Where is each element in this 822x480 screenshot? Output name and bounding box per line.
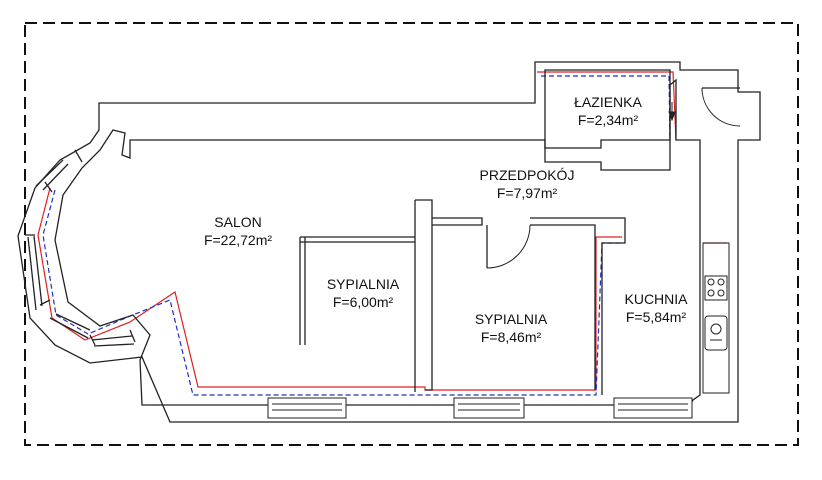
room-label-salon: SALON F=22,72m² bbox=[204, 213, 272, 249]
bathroom-fixture bbox=[668, 102, 676, 122]
walls bbox=[17, 61, 761, 423]
room-label-przedpokoj: PRZEDPOKÓJ F=7,97m² bbox=[480, 166, 575, 202]
room-name: SALON bbox=[214, 214, 262, 230]
sink bbox=[704, 315, 728, 351]
room-name: SYPIALNIA bbox=[474, 311, 548, 327]
stove bbox=[704, 275, 728, 301]
windows bbox=[267, 397, 693, 419]
room-label-sypialnia-2: SYPIALNIA F=8,46m² bbox=[475, 310, 547, 346]
room-area: F=6,00m² bbox=[332, 294, 394, 310]
room-area: F=5,84m² bbox=[625, 309, 687, 325]
room-area: F=2,34m² bbox=[577, 112, 639, 128]
room-area: F=7,97m² bbox=[496, 185, 558, 201]
room-name: PRZEDPOKÓJ bbox=[479, 167, 575, 183]
room-label-sypialnia-1: SYPIALNIA F=6,00m² bbox=[327, 275, 399, 311]
room-label-lazienka: ŁAZIENKA F=2,34m² bbox=[574, 93, 642, 129]
kitchen-appliances bbox=[702, 242, 730, 394]
property-boundary bbox=[24, 22, 799, 446]
room-name: ŁAZIENKA bbox=[574, 94, 642, 110]
room-name: KUCHNIA bbox=[624, 291, 688, 307]
room-area: F=22,72m² bbox=[203, 232, 273, 248]
room-label-kuchnia: KUCHNIA F=5,84m² bbox=[624, 290, 687, 326]
room-area: F=8,46m² bbox=[480, 329, 542, 345]
room-name: SYPIALNIA bbox=[326, 276, 400, 292]
